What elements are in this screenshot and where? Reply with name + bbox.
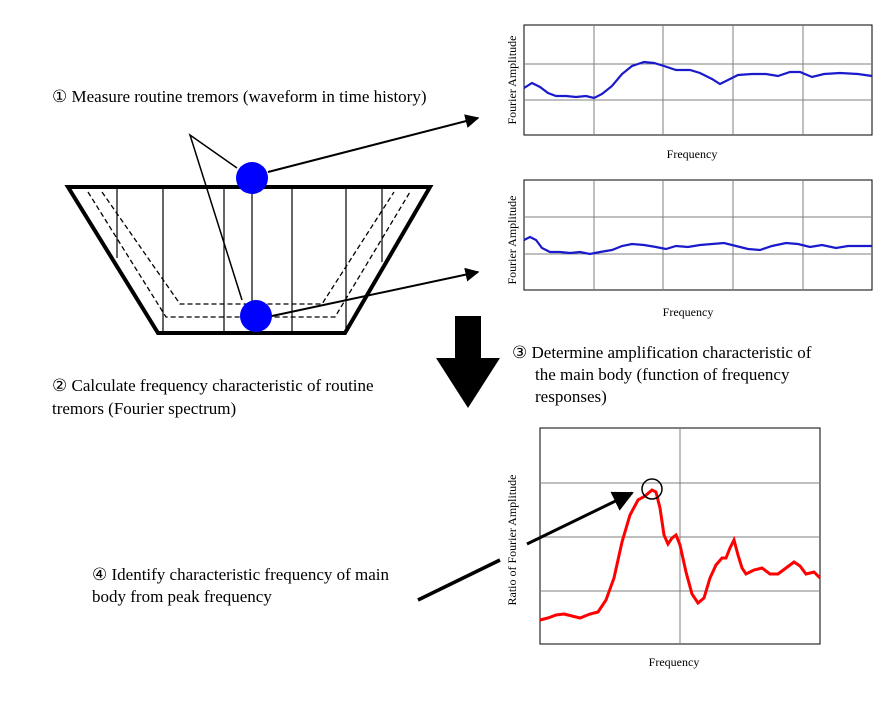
peak-pointer-arrow	[526, 491, 634, 546]
peak-marker-circle	[641, 478, 663, 500]
peak-pointer-line-lower	[417, 558, 501, 602]
top-chart-grid	[524, 25, 872, 135]
sensor-top	[236, 162, 268, 194]
arrow-top-sensor-to-chart	[267, 114, 480, 173]
top-chart-ylabel: Fourier Amplitude	[505, 36, 519, 125]
down-arrow	[436, 316, 500, 408]
dam-inner-dashed-inner	[101, 191, 395, 305]
ratio-curve	[539, 488, 822, 622]
middle-chart-ylabel: Fourier Amplitude	[505, 196, 519, 285]
step3-label-line3: responses)	[535, 387, 607, 406]
top-spectrum-chart: Fourier Amplitude Frequency	[505, 24, 873, 161]
top-chart-xlabel: Frequency	[667, 147, 718, 161]
top-spectrum-line	[523, 60, 873, 100]
dam-outline	[64, 185, 434, 335]
ratio-chart-ylabel: Ratio of Fourier Amplitude	[505, 475, 519, 606]
middle-spectrum-line	[523, 235, 872, 256]
middle-chart-grid	[524, 180, 872, 290]
top-chart-frame	[523, 24, 873, 136]
ratio-chart-grid	[540, 428, 820, 644]
step3-label-line1: ③ Determine amplification characteristic…	[512, 343, 812, 362]
middle-chart-xlabel: Frequency	[663, 305, 714, 319]
sensor-pointer-lines	[188, 133, 243, 301]
step2-label-line1: ② Calculate frequency characteristic of …	[52, 376, 374, 395]
sensor-bottom	[240, 300, 272, 332]
step2-label-line2: tremors (Fourier spectrum)	[52, 399, 237, 418]
step4-label-line2: body from peak frequency	[92, 587, 272, 606]
step3-label-line2: the main body (function of frequency	[535, 365, 790, 384]
arrow-bottom-sensor-to-chart	[271, 267, 480, 317]
middle-chart-frame	[523, 179, 873, 291]
dam-inner-dashed-outer	[87, 191, 411, 318]
step4-label-line1: ④ Identify characteristic frequency of m…	[92, 565, 390, 584]
ratio-chart: Ratio of Fourier Amplitude Frequency	[505, 427, 822, 669]
dam-cross-section	[64, 185, 434, 335]
step1-label: ① Measure routine tremors (waveform in t…	[52, 87, 427, 106]
middle-spectrum-chart: Fourier Amplitude Frequency	[505, 179, 873, 319]
ratio-chart-xlabel: Frequency	[649, 655, 700, 669]
